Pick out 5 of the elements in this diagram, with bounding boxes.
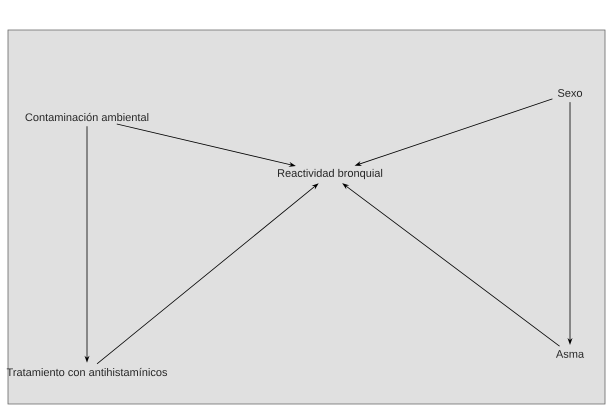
- node-label: Tratamiento con antihistamínicos: [6, 368, 168, 376]
- node-label: Sexo: [558, 89, 582, 97]
- node-label: Contaminación ambiental: [26, 112, 148, 122]
- node-label: Reactividad bronquial: [278, 168, 382, 180]
- node-label: Asma: [556, 350, 584, 358]
